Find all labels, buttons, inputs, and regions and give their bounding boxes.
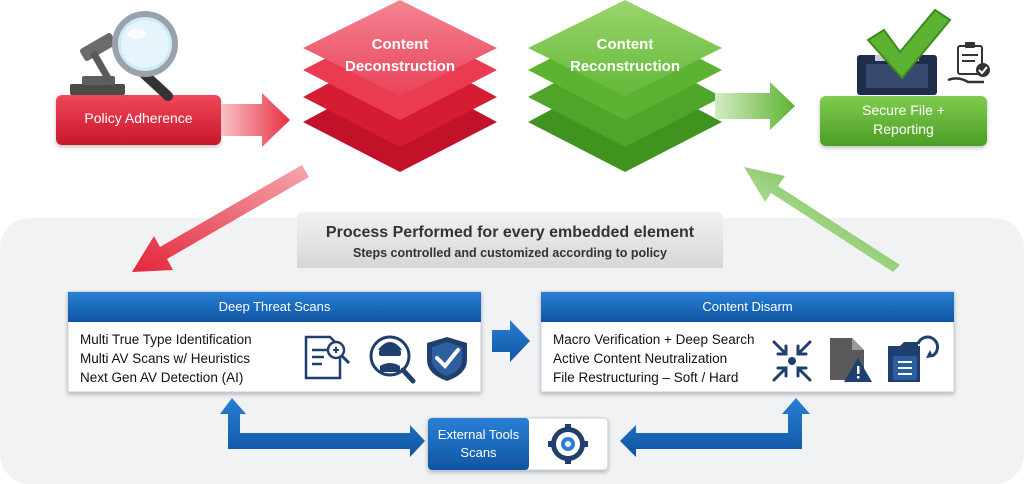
content-disarm-list: Macro Verification + Deep Search Active … — [553, 330, 783, 387]
reconstruction-stack — [528, 0, 722, 172]
reconstruction-to-secure-arrow — [715, 82, 795, 130]
deconstruction-label-line2: Deconstruction — [344, 58, 455, 75]
gavel-magnifier-icon — [70, 11, 178, 101]
document-warning-icon — [830, 338, 872, 382]
deconstruction-label: Content Deconstruction — [330, 34, 470, 78]
deconstruction-to-scan-arrow — [132, 165, 309, 272]
deconstruction-stack — [303, 0, 497, 172]
compress-arrows-icon — [772, 340, 812, 382]
secure-file-bar — [820, 96, 987, 146]
content-disarm-title: Content Disarm — [702, 299, 793, 314]
list-item: File Restructuring – Soft / Hard — [553, 370, 739, 385]
secure-file-label: Secure File + Reporting — [820, 101, 987, 139]
list-item: Active Content Neutralization — [553, 351, 728, 366]
content-disarm-panel — [540, 291, 955, 393]
ballot-box-check-icon — [857, 8, 952, 95]
reconstruction-label: Content Reconstruction — [555, 34, 695, 78]
process-subtitle: Steps controlled and customized accordin… — [353, 246, 667, 260]
deep-threat-list: Multi True Type Identification Multi AV … — [80, 330, 310, 387]
list-item: Multi True Type Identification — [80, 332, 252, 347]
document-search-icon — [304, 335, 351, 380]
external-tools-label-line2: Scans — [460, 445, 497, 460]
list-item: Multi AV Scans w/ Heuristics — [80, 351, 251, 366]
deconstruction-label-line1: Content — [371, 36, 429, 53]
policy-adherence-bar — [56, 95, 221, 145]
gear-network-icon — [548, 424, 588, 464]
scan-to-disarm-arrow — [492, 320, 530, 362]
policy-adherence-arrow — [221, 93, 290, 147]
process-header-band — [297, 212, 723, 268]
hacker-magnifier-icon — [369, 335, 416, 384]
secure-file-label-line2: Reporting — [873, 121, 934, 137]
secure-file-label-line1: Secure File + — [862, 102, 945, 118]
clipboard-hand-icon — [947, 42, 990, 84]
folder-list-icon — [888, 335, 940, 382]
external-tools-label-line1: External Tools — [437, 427, 520, 442]
shield-check-icon — [427, 337, 467, 381]
process-title: Process Performed for every embedded ele… — [325, 224, 695, 241]
reconstruction-label-line1: Content — [596, 36, 654, 53]
reconstruction-label-line2: Reconstruction — [569, 58, 680, 75]
list-item: Macro Verification + Deep Search — [553, 332, 755, 347]
deep-threat-title: Deep Threat Scans — [218, 299, 331, 314]
disarm-to-reconstruction-arrow — [744, 167, 900, 272]
policy-adherence-label: Policy Adherence — [84, 110, 193, 126]
external-tools-label: External Tools Scans — [428, 426, 529, 462]
list-item: Next Gen AV Detection (AI) — [80, 370, 244, 385]
deep-threat-panel — [67, 291, 482, 393]
policy-adherence-group — [56, 93, 290, 147]
disarm-external-arrow — [620, 398, 810, 457]
scan-external-arrow — [220, 398, 425, 457]
